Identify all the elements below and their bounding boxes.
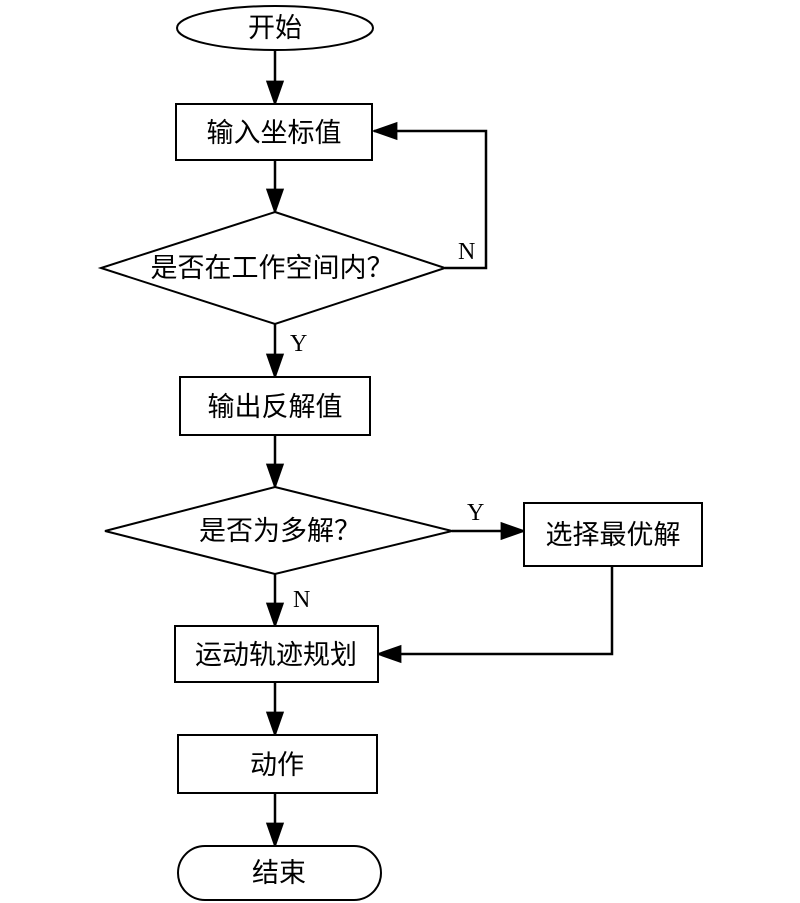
node-select-optimal: 选择最优解 <box>523 502 703 567</box>
node-decision-workspace: 是否在工作空间内？ <box>97 210 449 326</box>
node-end-label: 结束 <box>252 858 306 889</box>
node-select-optimal-label: 选择最优解 <box>546 520 681 551</box>
node-input: 输入坐标值 <box>175 103 373 161</box>
connectors <box>265 50 614 849</box>
arrow-select-to-trajectory <box>375 566 614 664</box>
node-trajectory-label: 运动轨迹规划 <box>195 640 357 671</box>
node-output-inverse-label: 输出反解值 <box>208 392 343 423</box>
edge-label-workspace-no: N <box>458 239 475 265</box>
node-decision-multi: 是否为多解？ <box>104 485 453 576</box>
node-decision-multi-label: 是否为多解？ <box>199 516 361 547</box>
node-start-label: 开始 <box>248 13 302 44</box>
edge-label-multi-no: N <box>293 587 310 613</box>
edge-label-workspace-yes: Y <box>290 331 307 357</box>
node-action-label: 动作 <box>250 750 304 781</box>
node-start: 开始 <box>176 5 374 51</box>
node-output-inverse: 输出反解值 <box>179 376 371 436</box>
arrow-workspace-no-loop <box>371 121 488 270</box>
edge-label-multi-yes: Y <box>467 500 484 526</box>
node-action: 动作 <box>177 734 378 794</box>
node-trajectory: 运动轨迹规划 <box>174 625 379 683</box>
node-input-label: 输入坐标值 <box>207 118 342 149</box>
node-decision-workspace-label: 是否在工作空间内？ <box>151 253 394 284</box>
node-end: 结束 <box>177 845 382 901</box>
